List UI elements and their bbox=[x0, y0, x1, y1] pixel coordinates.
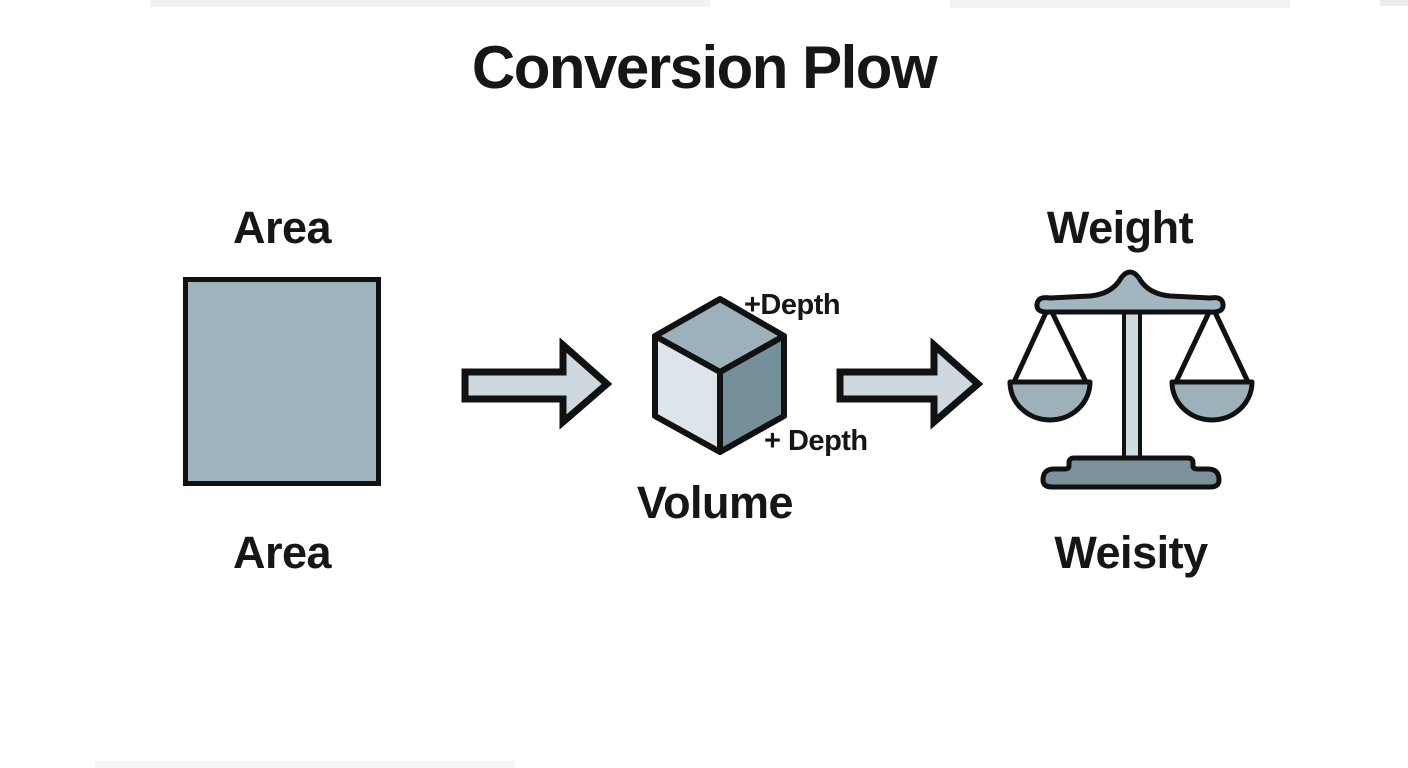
weight-caption-label: Weisity bbox=[1054, 527, 1208, 578]
weight-title-label: Weight bbox=[1046, 202, 1194, 253]
balance-scale-icon bbox=[1007, 269, 1255, 490]
edge-artifact bbox=[95, 761, 515, 768]
right-arrow-icon bbox=[461, 338, 613, 430]
depth-annotation-bottom: + Depth bbox=[764, 425, 868, 457]
cube-icon bbox=[652, 296, 787, 455]
area-caption-label: Area bbox=[232, 527, 332, 578]
right-arrow-icon bbox=[836, 338, 984, 430]
edge-artifact bbox=[150, 0, 710, 7]
area-title-label: Area bbox=[232, 202, 332, 253]
volume-caption-label: Volume bbox=[636, 477, 794, 528]
diagram-title: Conversion Plow bbox=[471, 34, 938, 101]
edge-artifact bbox=[1380, 0, 1408, 6]
edge-artifact bbox=[950, 0, 1290, 8]
depth-annotation-top: +Depth bbox=[744, 289, 841, 321]
square-icon bbox=[183, 277, 381, 486]
